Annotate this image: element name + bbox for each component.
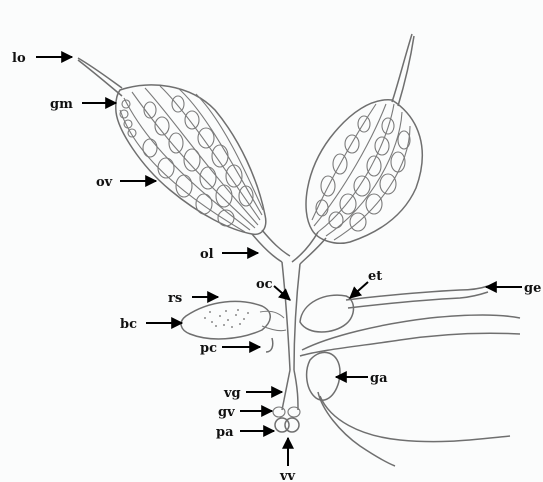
pointer-arrows xyxy=(36,57,522,466)
label-gm: gm xyxy=(50,97,73,112)
label-ge: ge xyxy=(524,281,541,296)
label-gv: gv xyxy=(218,405,235,420)
arrow-oc xyxy=(274,286,290,300)
left-ovarioles xyxy=(120,86,263,232)
label-ga: ga xyxy=(370,371,388,386)
label-pa: pa xyxy=(216,425,234,440)
accessory-glands-ga xyxy=(300,315,520,466)
accessory-gland xyxy=(300,286,488,332)
label-oc: oc xyxy=(256,277,273,292)
label-rs: rs xyxy=(168,291,182,306)
right-ovary xyxy=(306,34,422,243)
label-vg: vg xyxy=(223,386,241,401)
right-egg-chambers xyxy=(316,116,410,231)
label-bc: bc xyxy=(120,317,137,332)
bursa-copulatrix xyxy=(204,309,249,328)
left-ovary xyxy=(78,58,266,234)
arrow-et xyxy=(350,282,368,298)
label-pc: pc xyxy=(200,341,217,356)
label-lo: lo xyxy=(12,51,26,66)
labels: lo gm ov ol rs bc pc oc et ge ga vg gv p… xyxy=(12,51,541,482)
label-ol: ol xyxy=(200,247,214,262)
label-vv: vv xyxy=(279,469,296,482)
right-ovarioles xyxy=(312,104,410,240)
spermatheca xyxy=(181,301,286,339)
left-egg-chambers xyxy=(143,96,253,226)
label-et: et xyxy=(368,269,382,284)
label-ov: ov xyxy=(96,175,113,190)
